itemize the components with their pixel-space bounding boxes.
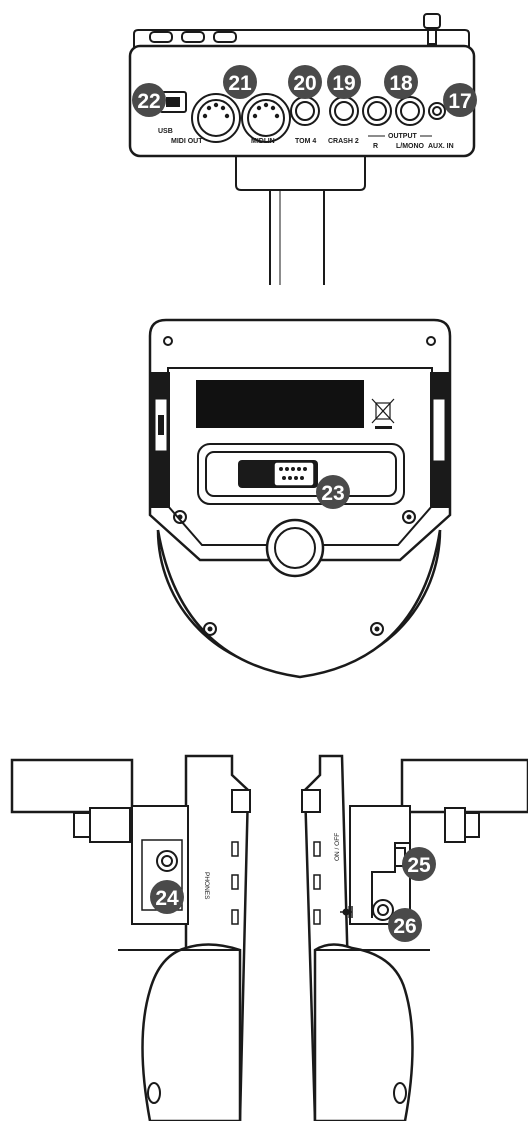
callout-badge-23: 23 [316, 475, 350, 509]
top-knob-stem [427, 27, 437, 45]
crash2-jack-inner [334, 101, 354, 121]
left-clamp-bar [10, 758, 134, 814]
callout-badge-19: 19 [327, 65, 361, 99]
screw-top-right [426, 336, 436, 346]
svg-text:23: 23 [321, 482, 344, 505]
midi-in-pins [252, 102, 280, 119]
label-lmono: L/MONO [396, 143, 425, 150]
right-disc-hole [393, 1082, 407, 1104]
expansion-connector [273, 461, 315, 487]
usb-port-inner [166, 97, 180, 107]
aux-in-jack-inner [432, 106, 442, 116]
right-bolt-shaft [444, 807, 466, 843]
callout-badge-25: 25 [402, 847, 436, 881]
svg-text:26: 26 [393, 915, 416, 938]
dc-polarity-icon [340, 906, 353, 918]
label-aux-in: AUX. IN [428, 143, 454, 150]
callout-badge-18: 18 [384, 65, 418, 99]
mount-post [269, 190, 325, 285]
middle-view-underside [148, 318, 452, 679]
left-side-button-3 [231, 909, 239, 925]
midi-out-jack [191, 93, 241, 143]
right-top-knob [301, 789, 321, 813]
left-top-knob [231, 789, 251, 813]
callout-badge-22: 22 [132, 83, 166, 117]
left-side-view [10, 754, 251, 1121]
phones-jack [156, 850, 178, 872]
left-mount-disc [141, 943, 242, 1121]
left-grip-slot-inner [158, 415, 164, 435]
label-r: R [373, 143, 378, 150]
midi-out-inner [197, 99, 235, 137]
svg-text:21: 21 [228, 72, 252, 95]
callout-badge-21: 21 [223, 65, 257, 99]
output-l-jack-inner [400, 101, 420, 121]
panel-top-rim [133, 29, 470, 48]
mount-neck [235, 156, 366, 191]
disc-screw-right [370, 622, 384, 636]
label-midi-out: MIDI OUT [171, 138, 203, 145]
aux-in-jack [428, 102, 446, 120]
right-clamp-bar [400, 758, 528, 814]
screw-bottom-left [173, 510, 187, 524]
center-mount-inner [274, 527, 316, 569]
label-tom4: TOM 4 [295, 138, 316, 145]
label-on-off: ON / OFF [334, 833, 341, 861]
callout-badge-20: 20 [288, 65, 322, 99]
right-side-button-2 [313, 874, 321, 890]
midi-in-inner [247, 99, 285, 137]
label-phones: PHONES [203, 872, 210, 900]
left-bolt-shaft [89, 807, 131, 843]
left-bolt-head [73, 812, 91, 838]
top-button-3 [213, 31, 237, 43]
svg-text:18: 18 [389, 72, 413, 95]
right-grip-slot [433, 399, 445, 461]
top-knob [423, 13, 441, 29]
right-side-view [301, 754, 528, 1121]
callout-badge-24: 24 [150, 880, 184, 914]
label-crash2: CRASH 2 [328, 138, 359, 145]
svg-text:25: 25 [407, 854, 431, 877]
weee-icon [371, 398, 395, 429]
right-mount-disc [313, 943, 414, 1121]
connector-recess-outer [197, 443, 405, 505]
label-midi-in: MIDI IN [251, 138, 275, 145]
power-switch-recess [371, 842, 410, 918]
right-bolt-head [464, 812, 480, 838]
screw-bottom-right [402, 510, 416, 524]
svg-text:20: 20 [293, 72, 316, 95]
callout-badge-26: 26 [388, 908, 422, 942]
left-side-button-2 [231, 874, 239, 890]
label-output: OUTPUT [388, 133, 418, 140]
right-side-button-3 [313, 909, 321, 925]
top-button-2 [181, 31, 205, 43]
left-disc-hole [147, 1082, 161, 1104]
midi-out-pins [202, 102, 230, 119]
dc-in-jack [372, 899, 394, 921]
connector-recess-inner [205, 451, 397, 497]
svg-text:17: 17 [448, 90, 471, 113]
callout-badges: 17 18 19 20 21 22 23 24 [132, 65, 477, 942]
connector-pins [279, 467, 307, 480]
left-side-button-1 [231, 841, 239, 857]
tom4-jack-inner [295, 101, 315, 121]
callout-badge-17: 17 [443, 83, 477, 117]
disc-screw-left [203, 622, 217, 636]
svg-text:22: 22 [137, 90, 160, 113]
svg-text:19: 19 [332, 72, 355, 95]
right-side-button-1 [313, 841, 321, 857]
label-usb: USB [158, 128, 173, 135]
svg-text:24: 24 [155, 887, 179, 910]
screw-top-left [163, 336, 173, 346]
label-plate [196, 380, 364, 428]
top-button-1 [149, 31, 173, 43]
midi-in-jack [241, 93, 291, 143]
top-view-labels: USB MIDI OUT MIDI IN TOM 4 CRASH 2 OUTPU… [158, 128, 454, 150]
phones-jack-inner [161, 855, 173, 867]
mount-disc-outline [156, 529, 442, 679]
dc-in-jack-inner [377, 904, 389, 916]
output-r-jack-inner [367, 101, 387, 121]
